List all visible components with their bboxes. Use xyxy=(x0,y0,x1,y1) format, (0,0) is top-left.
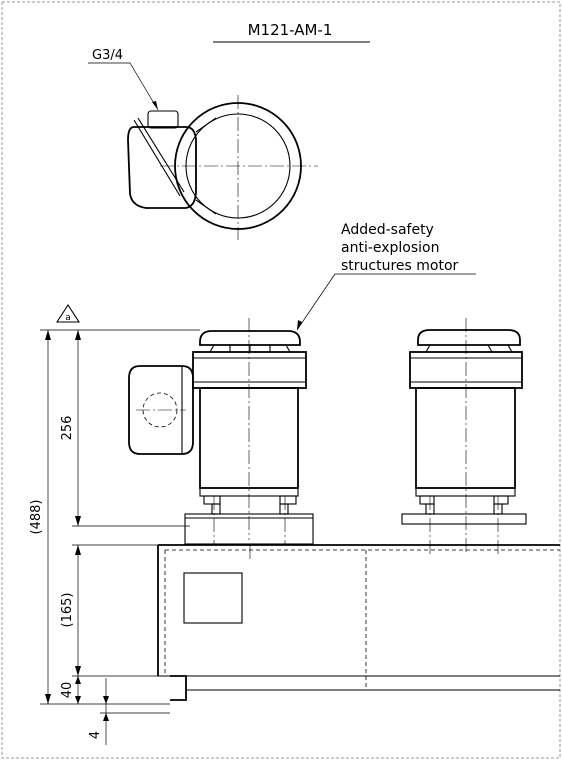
fan-leg-r xyxy=(285,344,291,353)
dimensions: (488) 256 (165) 40 4 xyxy=(29,329,200,745)
motor-note-leader xyxy=(296,273,336,331)
base-plate xyxy=(184,513,314,545)
box-connector-top xyxy=(195,117,217,133)
foot-left xyxy=(203,495,221,505)
pipe-thread-arrowhead xyxy=(152,101,158,110)
fan-cover xyxy=(199,330,301,346)
dim-165-arrow-top xyxy=(75,545,81,555)
front-view xyxy=(128,318,314,545)
dim-256-arrow-top xyxy=(75,330,81,340)
terminal-box-diagonal-2 xyxy=(137,117,185,193)
support-structure xyxy=(157,544,560,701)
motor-upper-frame xyxy=(192,351,307,389)
side-foot-right xyxy=(493,495,509,505)
side-base-plate xyxy=(401,513,527,525)
box-connector-bottom xyxy=(195,199,217,215)
revision-letter: a xyxy=(65,313,71,323)
motor-note-arrowhead xyxy=(297,320,302,330)
terminal-box-diagonal xyxy=(133,119,181,197)
bolt-left xyxy=(211,503,221,515)
side-fan-cover xyxy=(417,329,521,346)
side-foot-band xyxy=(415,487,516,497)
dim-4-arrow-top xyxy=(103,696,109,704)
side-body xyxy=(415,387,516,489)
cable-gland xyxy=(147,110,179,129)
dim-40-arrow-top xyxy=(75,676,81,684)
motor-note-line-1: Added-safety xyxy=(341,222,434,238)
dim-40-arrow-bottom xyxy=(75,696,81,704)
bolt-right xyxy=(279,503,289,515)
pipe-thread-leader xyxy=(88,62,159,111)
side-fan-rib xyxy=(487,344,493,353)
pipe-thread-label: G3/4 xyxy=(92,48,123,63)
revision-mark: a xyxy=(55,303,81,323)
top-view: G3/4 xyxy=(88,48,318,240)
dim-256-label: 256 xyxy=(60,416,75,441)
side-fan-leg-l xyxy=(425,344,431,353)
dim-165-label: (165) xyxy=(60,593,75,628)
revision-triangle xyxy=(55,303,81,323)
foot-right xyxy=(279,495,297,505)
dim-4-label: 4 xyxy=(88,731,103,739)
bottom-bracket xyxy=(170,675,187,701)
fan-leg-l xyxy=(209,344,215,353)
terminal-box-outline xyxy=(127,126,197,209)
dim-4-arrow-bottom xyxy=(103,713,109,721)
dim-total-arrow-bottom xyxy=(45,694,51,704)
access-window xyxy=(183,572,243,624)
motor-note-line-2: anti-explosion xyxy=(341,240,440,256)
dim-256-arrow-bottom xyxy=(75,516,81,526)
model-code: M121-AM-1 xyxy=(248,21,333,39)
dim-165-arrow-bottom xyxy=(75,666,81,676)
side-view xyxy=(401,318,527,555)
motor-note-line-3: structures motor xyxy=(341,258,459,274)
side-fan-leg-r xyxy=(507,344,513,353)
dim-40-label: 40 xyxy=(60,682,75,699)
side-foot-left xyxy=(419,495,435,505)
dim-total-arrow-top xyxy=(45,330,51,340)
dim-total-label: (488) xyxy=(29,500,44,535)
